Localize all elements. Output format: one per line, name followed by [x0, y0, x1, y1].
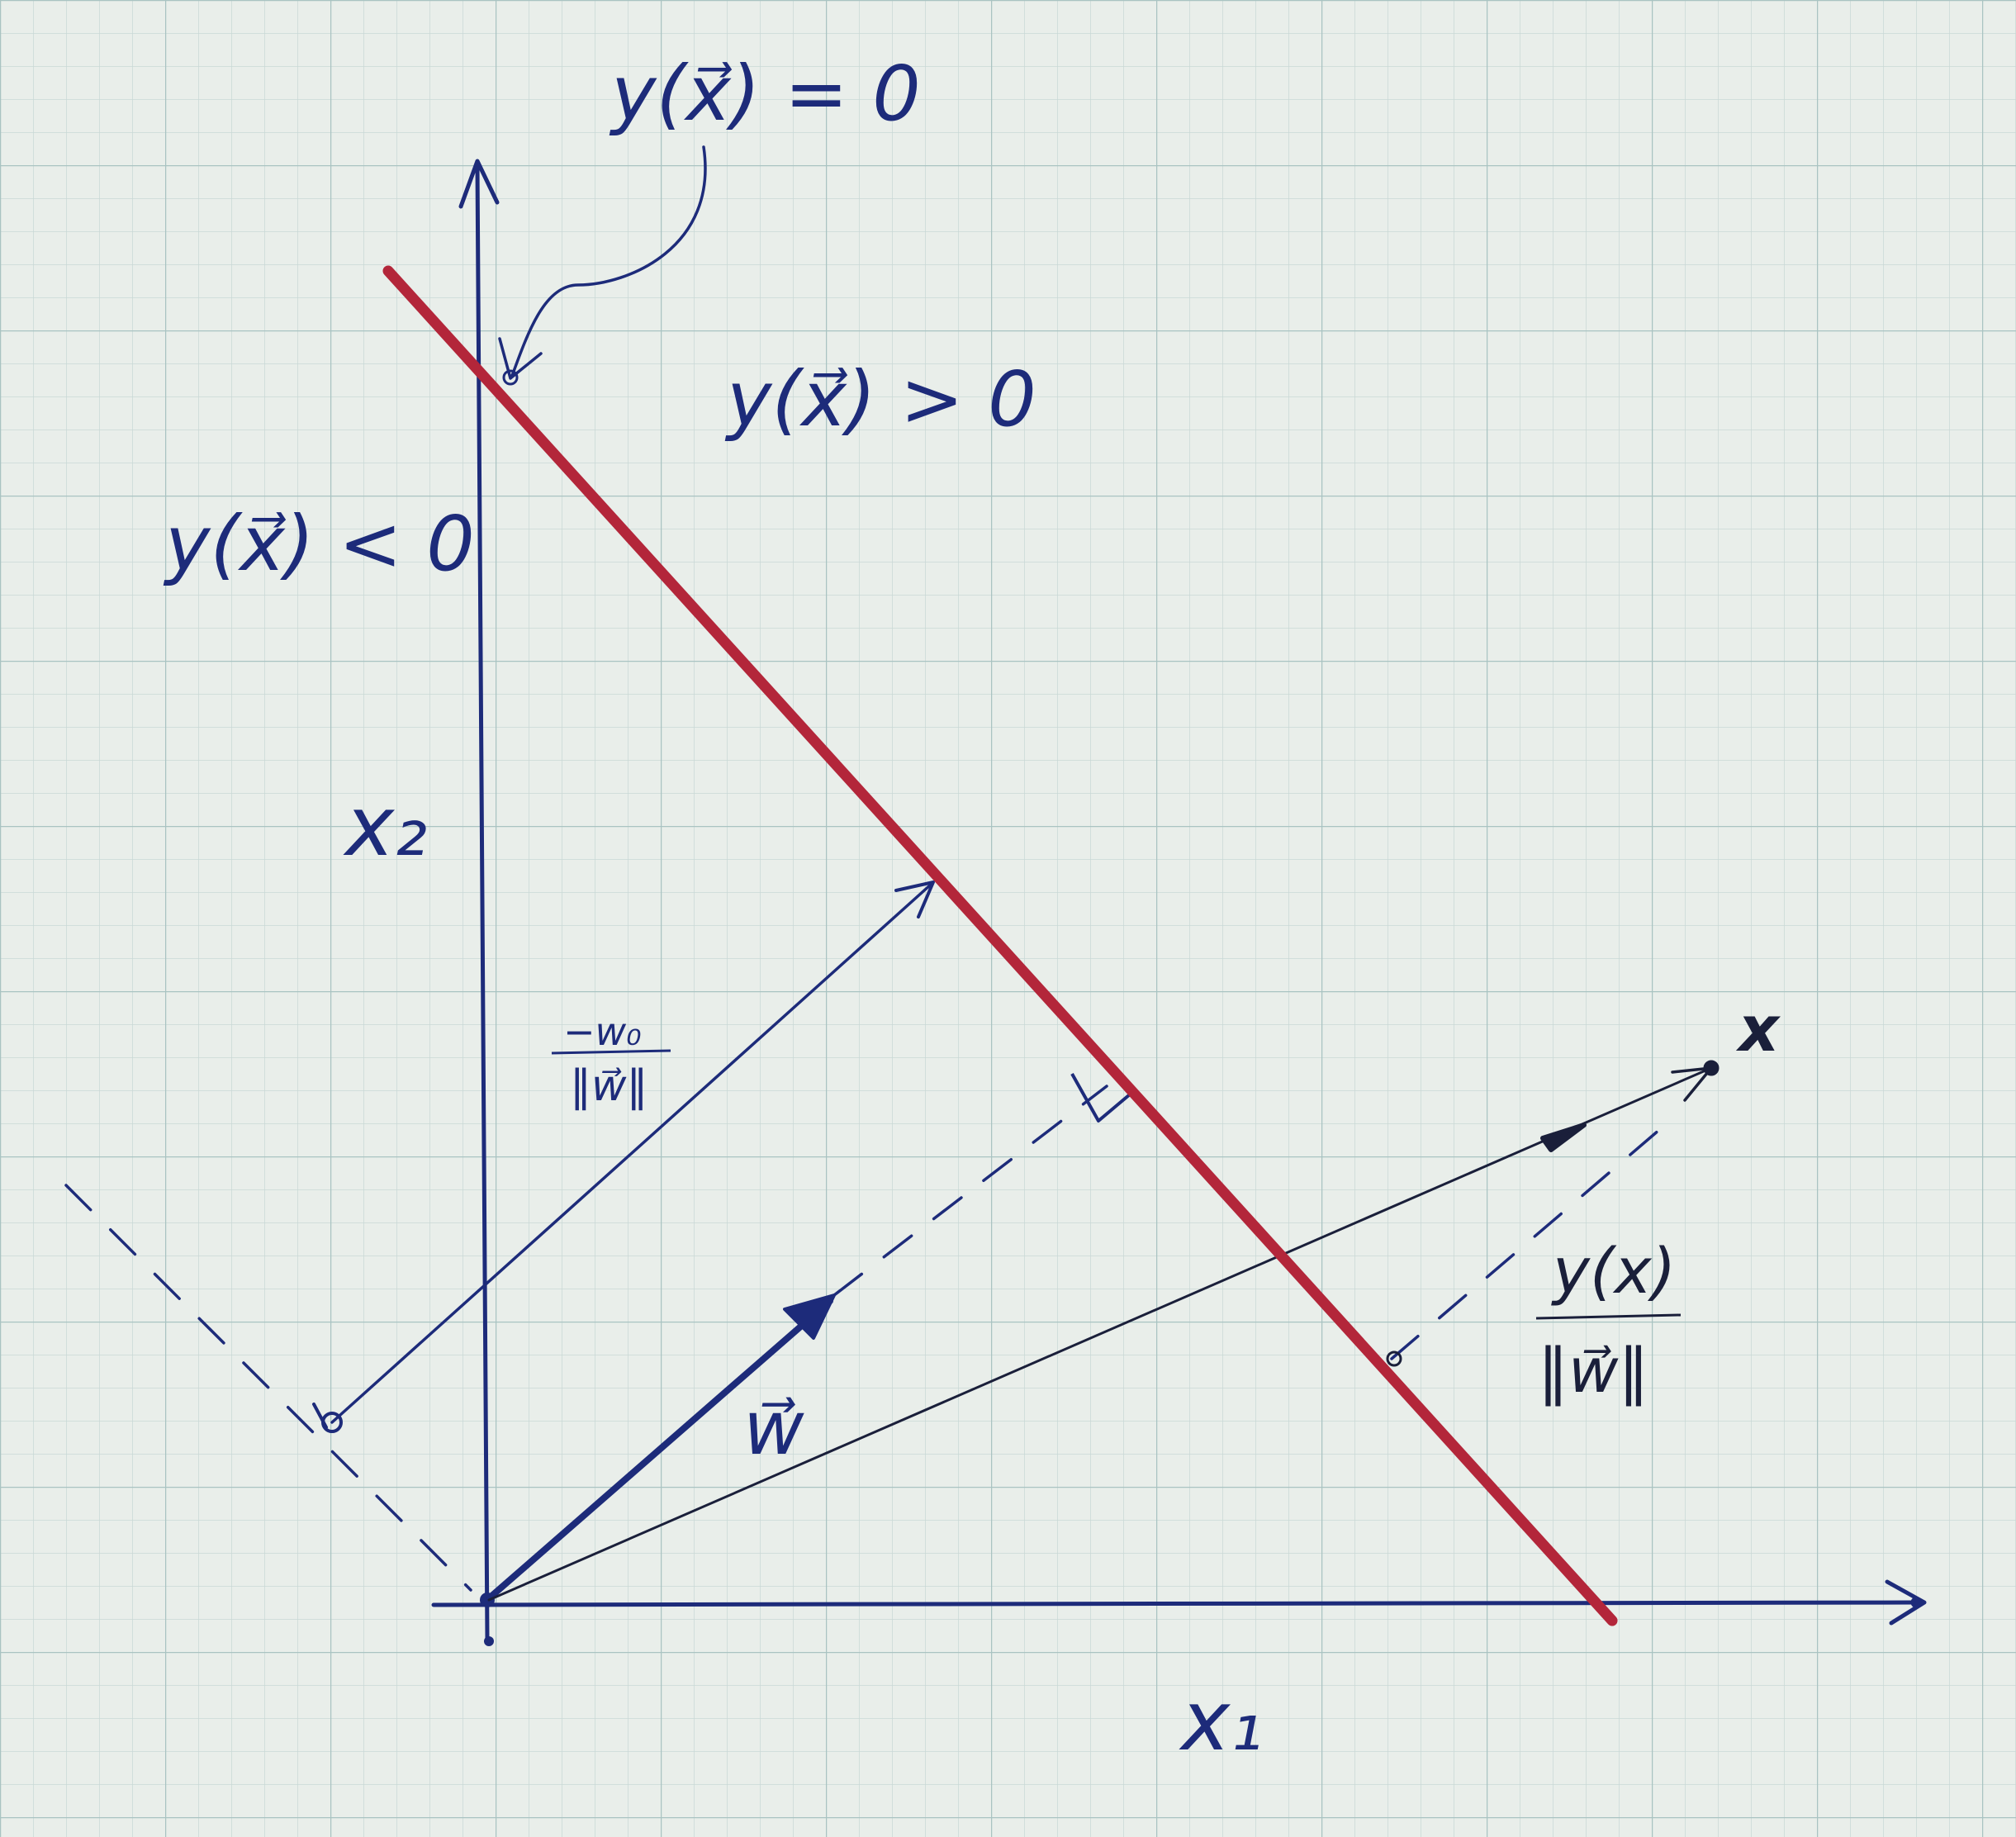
point-x-label: x — [1735, 992, 1781, 1066]
x1-axis — [431, 1600, 1923, 1607]
axis-label-x2: x₂ — [343, 778, 427, 875]
right-angle-marker — [1070, 1073, 1131, 1123]
distance-fraction-bar — [1535, 1313, 1682, 1320]
x1-axis-arrowhead — [1885, 1579, 1927, 1626]
offset-arrow — [312, 881, 935, 1433]
boundary-foot-point — [1386, 1350, 1402, 1367]
dashed-guides — [64, 1085, 1678, 1592]
distance-dashed — [1390, 1113, 1678, 1360]
offset-fraction-denominator: ‖w⃗‖ — [570, 1061, 648, 1111]
weight-vector-label: w⃗ — [743, 1385, 804, 1472]
point-x-vector — [487, 1060, 1720, 1602]
boundary-parallel-dashed — [64, 1184, 472, 1592]
label-positive-region: y(x⃗) > 0 — [724, 355, 1036, 444]
point-x-dot — [1703, 1060, 1720, 1076]
label-boundary-equation: y(x⃗) = 0 — [609, 50, 921, 138]
label-negative-region: y(x⃗) < 0 — [163, 500, 475, 588]
axis-label-x1: x₁ — [1179, 1673, 1263, 1769]
label-pointer-arrow — [498, 145, 707, 380]
distance-fraction-denominator: ‖w⃗‖ — [1538, 1336, 1649, 1407]
offset-fraction-numerator: −w₀ — [563, 1009, 642, 1054]
x2-axis — [475, 163, 490, 1642]
distance-fraction-numerator: y(x) — [1551, 1234, 1676, 1308]
w-direction-dashed — [832, 1085, 1108, 1297]
boundary-axis-intercept — [502, 369, 519, 386]
offset-fraction-bar — [551, 1049, 671, 1055]
weight-vector — [486, 1293, 836, 1602]
x2-axis-arrowhead — [458, 159, 500, 209]
axes — [431, 159, 1927, 1646]
decision-boundary — [382, 265, 1618, 1626]
